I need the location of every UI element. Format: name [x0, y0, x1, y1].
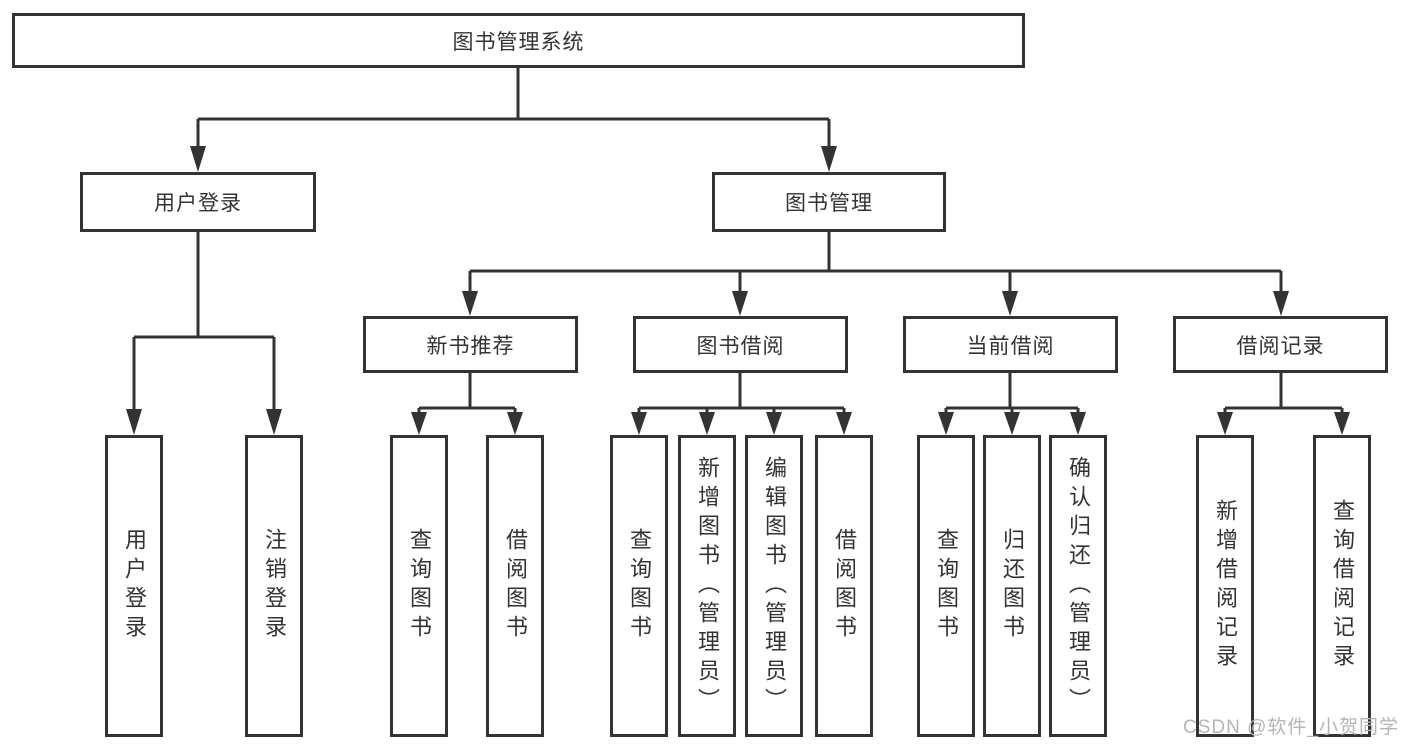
arrowhead-icon [938, 412, 954, 435]
leaf-add-borrow-record: 新增借阅记录 [1196, 435, 1254, 737]
node-user-login: 用户登录 [80, 172, 316, 232]
arrowhead-icon [507, 412, 523, 435]
arrowhead-icon [266, 409, 282, 435]
leaf-edit-book-admin: 编辑图书（管理员） [745, 435, 803, 737]
arrowhead-icon [836, 412, 852, 435]
arrowhead-icon [1002, 291, 1018, 316]
arrowhead-icon [699, 412, 715, 435]
leaf-query-books-borrow: 查询图书 [610, 435, 668, 737]
arrowhead-icon [1334, 412, 1350, 435]
leaf-borrow-books-recommend: 借阅图书 [486, 435, 544, 737]
leaf-label: 借阅图书 [503, 528, 528, 644]
leaf-label: 借阅图书 [832, 528, 857, 644]
node-label: 借阅记录 [1236, 334, 1325, 358]
leaf-label: 查询借阅记录 [1330, 499, 1355, 673]
arrowhead-icon [126, 409, 142, 435]
leaf-logout: 注销登录 [245, 435, 303, 737]
arrowhead-icon [1217, 412, 1233, 435]
leaf-query-books-recommend: 查询图书 [390, 435, 448, 737]
node-book-borrow: 图书借阅 [633, 316, 848, 373]
leaf-user-login: 用户登录 [105, 435, 163, 737]
arrowhead-icon [1273, 291, 1289, 316]
leaf-label: 编辑图书（管理员） [762, 455, 787, 717]
leaf-label: 新增借阅记录 [1213, 499, 1238, 673]
leaf-return-book: 归还图书 [983, 435, 1041, 737]
leaf-label: 归还图书 [1000, 528, 1025, 644]
leaf-label: 新增图书（管理员） [695, 455, 720, 717]
node-label: 图书借阅 [696, 334, 785, 358]
csdn-watermark: CSDN @软件_小贺同学 [1183, 717, 1399, 738]
leaf-label: 确认归还（管理员） [1066, 455, 1091, 717]
node-label: 当前借阅 [966, 334, 1055, 358]
leaf-add-book-admin: 新增图书（管理员） [678, 435, 736, 737]
arrowhead-icon [190, 146, 206, 172]
node-label: 图书管理系统 [452, 30, 585, 54]
node-new-book-recommend: 新书推荐 [363, 316, 578, 373]
node-label: 图书管理 [785, 192, 873, 215]
node-library-system: 图书管理系统 [12, 13, 1025, 68]
leaf-confirm-return-admin: 确认归还（管理员） [1049, 435, 1107, 737]
node-label: 新书推荐 [426, 334, 515, 358]
leaf-label: 查询图书 [407, 528, 432, 644]
arrowhead-icon [462, 291, 478, 316]
leaf-label: 查询图书 [934, 528, 959, 644]
tree-branch-lines [134, 68, 1342, 410]
leaf-query-books-current: 查询图书 [917, 435, 975, 737]
arrowhead-icon [1004, 412, 1020, 435]
leaf-label: 注销登录 [262, 528, 287, 644]
node-current-borrow: 当前借阅 [903, 316, 1118, 373]
node-borrow-records: 借阅记录 [1173, 316, 1388, 373]
node-label: 用户登录 [154, 192, 242, 215]
leaf-query-borrow-record: 查询借阅记录 [1313, 435, 1371, 737]
arrowhead-icon [411, 412, 427, 435]
arrowhead-icon [821, 146, 837, 172]
arrowhead-icon [732, 291, 748, 316]
node-book-management: 图书管理 [712, 172, 946, 232]
leaf-label: 用户登录 [122, 528, 147, 644]
arrowhead-icon [1070, 412, 1086, 435]
leaf-label: 查询图书 [627, 528, 652, 644]
leaf-borrow-books: 借阅图书 [815, 435, 873, 737]
arrowheads [126, 146, 1350, 435]
arrowhead-icon [631, 412, 647, 435]
arrowhead-icon [766, 412, 782, 435]
